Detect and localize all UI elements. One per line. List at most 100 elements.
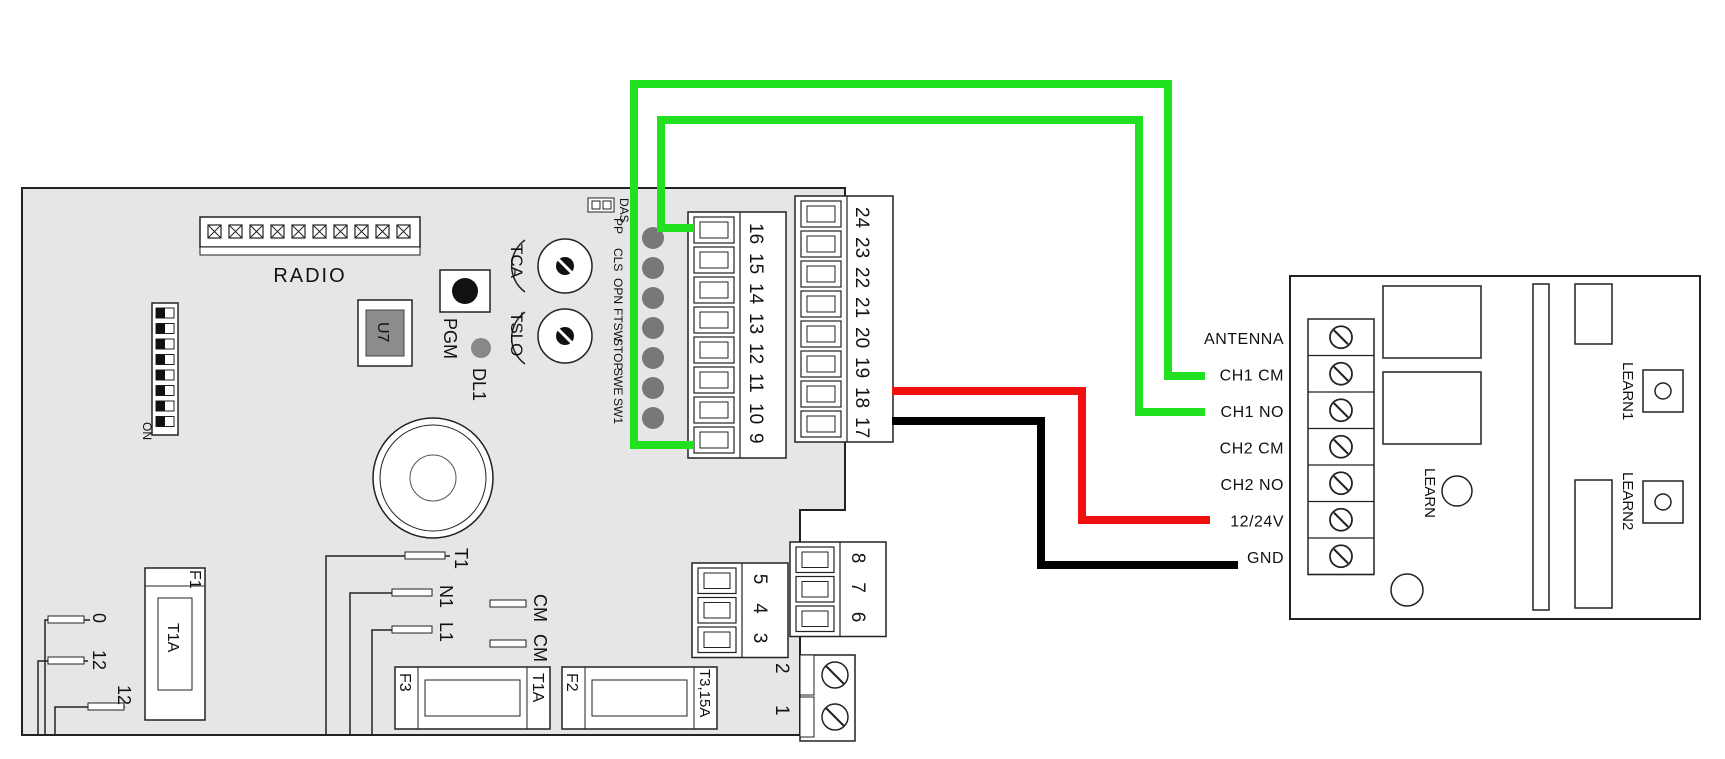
terminal-number: 12 — [745, 343, 766, 364]
learn1-button — [1642, 369, 1684, 413]
fuse-f1: F1 T1A — [144, 567, 206, 721]
terminal-cell: 21 — [800, 290, 872, 318]
terminal-number: 17 — [851, 417, 872, 438]
fuse-f2-rating: T3,15A — [696, 669, 713, 717]
dl1-label: DL1 — [469, 368, 489, 401]
das-jumper: DAS — [587, 197, 631, 223]
tslo-trimmer: TSLO — [507, 308, 593, 365]
fuse-f2-name: F2 — [563, 673, 580, 692]
fuse-f2: F2 T3,15A — [561, 666, 718, 730]
input-led — [642, 227, 664, 249]
learn-label: LEARN — [1421, 468, 1438, 518]
terminal-cell: 11 — [693, 366, 766, 394]
tslo-label: TSLO — [507, 312, 526, 356]
terminal-cell: 9 — [693, 426, 766, 454]
tca-label: TCA — [507, 244, 526, 279]
pgm-label: PGM — [440, 318, 460, 359]
terminal-cell: 8 — [795, 546, 868, 574]
terminal-block-1-2: 21 — [771, 654, 856, 742]
receiver-terminal-label: ANTENNA — [1204, 331, 1284, 348]
terminal-number: 4 — [749, 603, 770, 614]
terminal-number: 8 — [847, 553, 868, 564]
terminal-number: 9 — [745, 433, 766, 444]
fuse-f1-rating: T1A — [164, 623, 181, 653]
pgm-button: PGM — [439, 269, 491, 359]
radio-connector: RADIO — [199, 216, 421, 287]
terminal-number: 24 — [851, 207, 872, 229]
terminal-number: 15 — [745, 253, 766, 274]
input-led — [642, 347, 664, 369]
input-led — [642, 407, 664, 429]
learn2-button — [1642, 480, 1684, 524]
terminal-cell: 7 — [795, 575, 868, 603]
wires — [630, 80, 1238, 569]
input-label: OPN — [611, 278, 625, 304]
terminal-cell: 15 — [693, 246, 766, 274]
terminal-number: 2 — [771, 663, 792, 674]
tca-trimmer: TCA — [507, 238, 593, 294]
wire-black-17-gnd — [892, 417, 1238, 569]
power-label: CM — [530, 594, 550, 622]
learn1-label: LEARN1 — [1619, 362, 1636, 420]
power-label: CM — [530, 634, 550, 662]
terminal-block-3-5: 5 4 3 — [691, 562, 789, 659]
input-led — [642, 257, 664, 279]
input-led — [642, 377, 664, 399]
input-label: STOP — [611, 338, 625, 370]
input-label: SWE — [611, 368, 625, 395]
transformer-label: 0 — [89, 613, 109, 623]
control-board: RADIO ON U7 PGM DL1 — [21, 187, 894, 742]
terminal-number: 7 — [847, 582, 868, 593]
terminal-cell: 18 — [800, 380, 872, 408]
terminal-cell: 6 — [795, 605, 868, 633]
terminal-number: 23 — [851, 237, 872, 258]
terminal-number: 1 — [771, 705, 792, 716]
power-label: T1 — [451, 548, 471, 569]
terminal-number: 18 — [851, 387, 872, 408]
buzzer — [372, 417, 494, 539]
receiver-terminal-label: GND — [1247, 550, 1284, 567]
terminal-block-6-8: 8 7 6 — [789, 541, 887, 638]
fuse-f3-rating: T1A — [529, 673, 546, 703]
terminal-cell: 13 — [693, 306, 766, 334]
terminal-number: 5 — [749, 574, 770, 585]
terminal-number: 21 — [851, 297, 872, 318]
wire-green-16-ch1no — [657, 116, 1205, 416]
fuse-f3: F3 T1A — [394, 666, 551, 730]
terminal-cell: 19 — [800, 350, 872, 378]
receiver-terminal-label: CH2 NO — [1221, 477, 1284, 494]
terminal-cell: 4 — [697, 596, 770, 624]
das-label: DAS — [617, 198, 631, 223]
dip-on-label: ON — [140, 422, 154, 440]
radio-label: RADIO — [273, 265, 346, 287]
input-label: CLS — [611, 248, 625, 271]
terminal-number: 20 — [851, 327, 872, 348]
terminal-number: 11 — [745, 373, 766, 393]
terminal-number: 3 — [749, 633, 770, 644]
terminal-number: 13 — [745, 313, 766, 334]
u7-chip: U7 — [357, 299, 413, 367]
input-led — [642, 317, 664, 339]
terminal-cell: 14 — [693, 276, 766, 305]
terminal-number: 22 — [851, 267, 872, 288]
transformer-label: 12 — [114, 685, 134, 705]
dl1-led: DL1 — [469, 338, 491, 401]
fuse-f1-name: F1 — [186, 570, 203, 589]
input-label: PP — [611, 218, 625, 234]
receiver-terminal-label: 12/24V — [1230, 514, 1284, 531]
terminal-cell: 3 — [697, 626, 770, 654]
wire-green-9-ch1cm — [630, 80, 1205, 449]
terminal-cell: 5 — [697, 567, 770, 595]
terminal-number: 10 — [745, 403, 766, 424]
fuse-f3-name: F3 — [396, 673, 413, 692]
terminal-cell: 16 — [693, 216, 766, 244]
input-label: FTSW — [611, 308, 625, 343]
wire-red-18-12v — [892, 387, 1210, 524]
power-label: N1 — [436, 585, 456, 608]
